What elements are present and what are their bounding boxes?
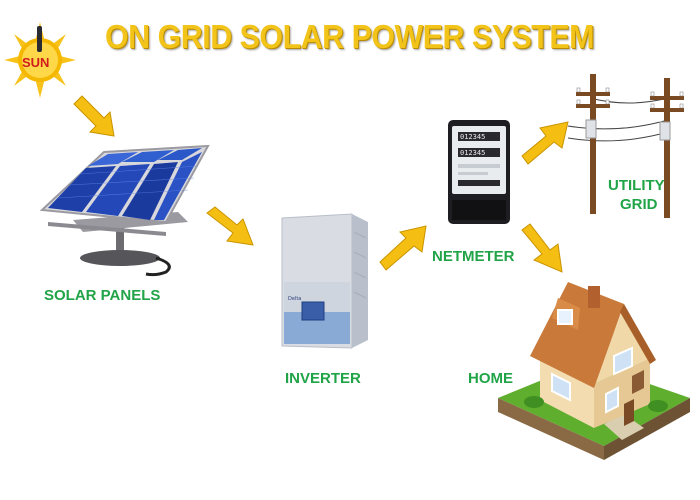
sun-label: SUN	[22, 55, 50, 70]
netmeter-label: NETMETER	[432, 248, 515, 265]
utility-grid-label-line2: GRID	[620, 196, 658, 213]
utility-grid-label: UTILITY GRID	[608, 176, 665, 214]
inverter-label: INVERTER	[285, 370, 361, 387]
sun-icon	[2, 20, 78, 100]
svg-text:012345: 012345	[460, 149, 485, 157]
svg-text:012345: 012345	[460, 133, 485, 141]
home-label: HOME	[468, 370, 513, 387]
inverter-image: Delta	[280, 212, 372, 352]
diagram-title: ON GRID SOLAR POWER SYSTEM	[105, 18, 595, 55]
utility-poles-image	[567, 68, 700, 218]
svg-text:Delta: Delta	[288, 296, 301, 302]
arrow-inverter-to-netmeter	[379, 222, 432, 274]
solar-panels-image	[38, 140, 213, 277]
solar-panels-label: SOLAR PANELS	[44, 287, 161, 304]
home-image	[494, 278, 694, 463]
netmeter-image: 012345 012345	[446, 118, 514, 228]
arrow-panels-to-inverter	[205, 205, 257, 249]
arrow-netmeter-to-home	[521, 222, 570, 276]
arrow-sun-to-panels	[70, 92, 120, 142]
utility-grid-label-line1: UTILITY	[608, 177, 665, 194]
arrow-netmeter-to-grid	[521, 118, 574, 166]
